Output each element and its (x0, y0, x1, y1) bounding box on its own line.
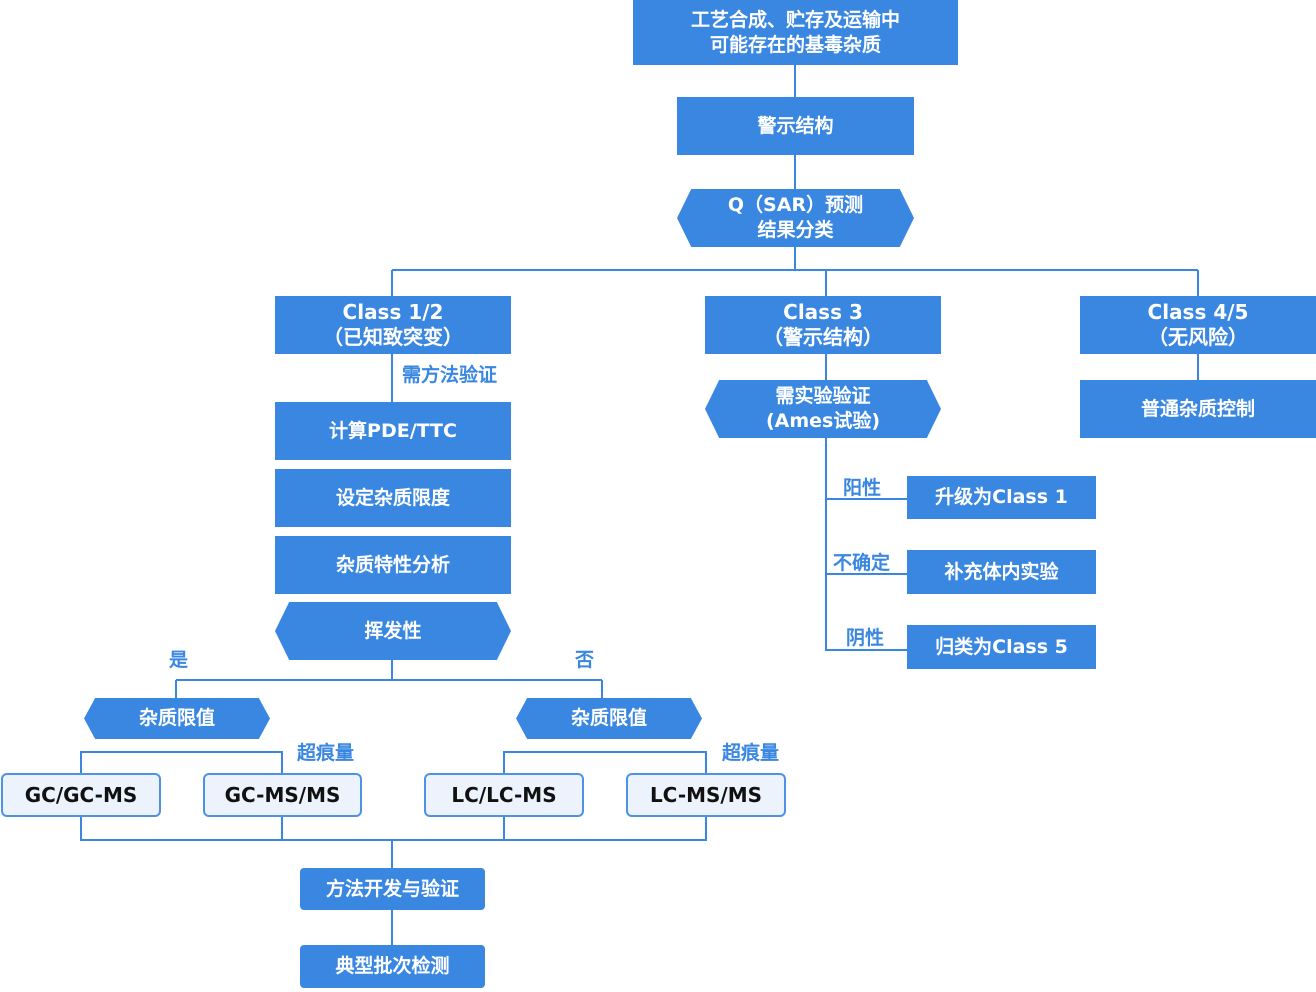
trace-label-right: 超痕量 (722, 742, 780, 764)
gc-msms-node: GC-MS/MS (203, 773, 362, 817)
lc-lcms-label: LC/LC-MS (451, 782, 557, 807)
qsar-decision-node: Q（SAR）预测 结果分类 (677, 189, 914, 247)
alert-structure-node: 警示结构 (677, 97, 914, 155)
ames-line-2: (Ames试验) (765, 410, 881, 432)
class12-node: Class 1/2 （已知致突变） (275, 296, 511, 354)
class5-label: 归类为Class 5 (935, 635, 1068, 658)
class12-line-1: Class 1/2 (342, 300, 444, 324)
volatility-label: 挥发性 (364, 619, 422, 642)
class45-line-2: （无风险） (1148, 325, 1248, 349)
class45-node: Class 4/5 （无风险） (1080, 296, 1316, 354)
qsar-line-1: Q（SAR）预测 (727, 194, 864, 216)
qsar-line-2: 结果分类 (757, 219, 834, 241)
edge-ames-outcomes (825, 438, 908, 651)
in-vivo-node: 补充体内实验 (907, 550, 1096, 594)
ames-decision-node: 需实验验证 (Ames试验) (705, 380, 941, 438)
ames-line-1: 需实验验证 (775, 385, 871, 407)
batch-test-label: 典型批次检测 (335, 955, 450, 977)
lc-msms-label: LC-MS/MS (649, 782, 763, 807)
yes-label: 是 (169, 649, 189, 671)
limit-decision-right: 杂质限值 (516, 698, 702, 739)
source-node: 工艺合成、贮存及运输中 可能存在的基毒杂质 (633, 0, 958, 65)
impurity-limit-node: 设定杂质限度 (275, 469, 511, 527)
upgrade-class1-node: 升级为Class 1 (907, 476, 1096, 519)
method-validation-label: 需方法验证 (402, 364, 498, 386)
edge-methods-merge (80, 816, 707, 841)
volatility-decision-node: 挥发性 (275, 602, 511, 660)
class12-line-2: （已知致突变） (323, 325, 463, 349)
class45-line-1: Class 4/5 (1147, 300, 1249, 324)
class3-line-1: Class 3 (783, 300, 863, 324)
gc-msms-label: GC-MS/MS (224, 782, 341, 807)
source-line-2: 可能存在的基毒杂质 (709, 33, 881, 56)
trace-label-left: 超痕量 (297, 742, 355, 764)
batch-test-node: 典型批次检测 (300, 945, 485, 988)
impurity-analysis-node: 杂质特性分析 (275, 536, 511, 594)
general-control-node: 普通杂质控制 (1080, 380, 1316, 438)
limit-decision-left: 杂质限值 (84, 698, 270, 739)
class5-node: 归类为Class 5 (907, 625, 1096, 669)
lc-lcms-node: LC/LC-MS (424, 773, 584, 817)
class3-node: Class 3 （警示结构） (705, 296, 941, 354)
edge-left-limit-split (80, 751, 283, 773)
positive-label: 阳性 (843, 477, 882, 499)
class3-line-2: （警示结构） (763, 325, 883, 349)
uncertain-label: 不确定 (833, 552, 891, 574)
impurity-limit-label: 设定杂质限度 (335, 486, 450, 509)
limit-left-label: 杂质限值 (138, 707, 215, 729)
in-vivo-label: 补充体内实验 (944, 560, 1059, 583)
method-dev-label: 方法开发与验证 (325, 877, 459, 900)
gc-gcms-label: GC/GC-MS (24, 782, 138, 807)
source-line-1: 工艺合成、贮存及运输中 (690, 8, 900, 31)
pde-ttc-label: 计算PDE/TTC (329, 419, 457, 442)
upgrade-class1-label: 升级为Class 1 (935, 486, 1068, 508)
alert-structure-label: 警示结构 (757, 114, 834, 137)
method-dev-node: 方法开发与验证 (300, 868, 485, 910)
limit-right-label: 杂质限值 (570, 707, 647, 729)
lc-msms-node: LC-MS/MS (626, 773, 786, 817)
impurity-analysis-label: 杂质特性分析 (335, 553, 450, 576)
negative-label: 阴性 (846, 627, 885, 649)
no-label: 否 (575, 649, 595, 671)
pde-ttc-node: 计算PDE/TTC (275, 402, 511, 460)
general-control-label: 普通杂质控制 (1140, 397, 1255, 420)
gc-gcms-node: GC/GC-MS (1, 773, 161, 817)
edge-right-limit-split (503, 751, 707, 773)
